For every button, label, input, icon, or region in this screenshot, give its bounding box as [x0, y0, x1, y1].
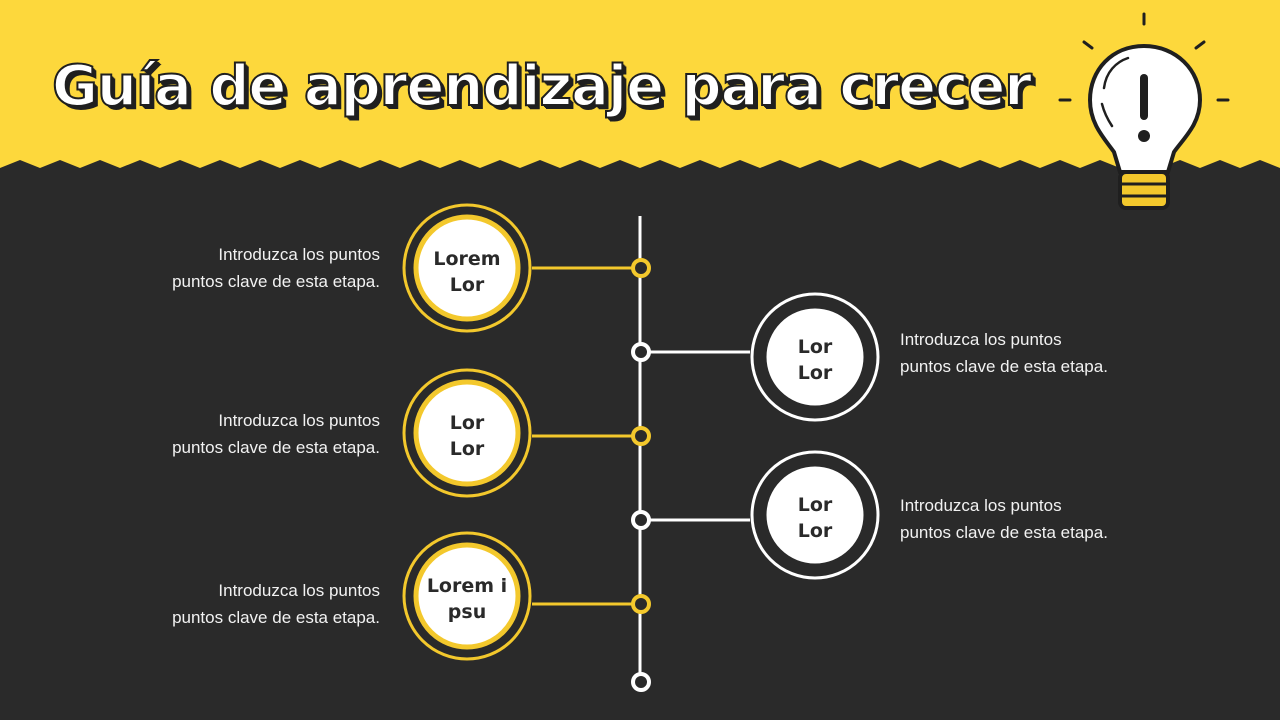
timeline-end-dot: [631, 672, 651, 692]
timeline-dot-2: [631, 342, 651, 362]
step-label-line: Lor: [797, 494, 833, 516]
description-line: Introduzca los puntos: [218, 581, 380, 600]
description-line: Introduzca los puntos: [900, 496, 1062, 515]
step-description-4: Introduzca los puntos puntos clave de es…: [900, 492, 1160, 546]
step-circle-2: [750, 292, 880, 422]
description-line: puntos clave de esta etapa.: [900, 357, 1108, 376]
step-label-line: Lor: [797, 336, 833, 358]
step-description-2: Introduzca los puntos puntos clave de es…: [900, 326, 1160, 380]
description-line: Introduzca los puntos: [218, 411, 380, 430]
step-label-line: Lorem i: [426, 575, 508, 597]
step-description-1: Introduzca los puntos puntos clave de es…: [120, 241, 380, 295]
step-label-5: Lorem i psu: [417, 573, 517, 625]
step-label-4: Lor Lor: [765, 492, 865, 544]
step-label-1: Lorem Lor: [417, 246, 517, 298]
step-label-line: Lor: [797, 362, 833, 384]
step-circle-1: [402, 203, 532, 333]
lightbulb-exclamation-icon: [1058, 12, 1230, 210]
header-band: [0, 0, 1280, 168]
step-label-line: Lor: [449, 274, 485, 296]
timeline-dot-5: [631, 594, 651, 614]
step-label-line: Lorem: [433, 248, 501, 270]
step-description-5: Introduzca los puntos puntos clave de es…: [120, 577, 380, 631]
description-line: puntos clave de esta etapa.: [172, 272, 380, 291]
description-line: Introduzca los puntos: [900, 330, 1062, 349]
step-label-line: Lor: [449, 412, 485, 434]
page-title: Guía de aprendizaje para crecer: [51, 53, 1033, 120]
step-label-2: Lor Lor: [765, 334, 865, 386]
timeline-dot-1: [631, 258, 651, 278]
step-label-3: Lor Lor: [417, 410, 517, 462]
step-label-line: Lor: [797, 520, 833, 542]
step-label-line: Lor: [449, 438, 485, 460]
timeline-dot-4: [631, 510, 651, 530]
timeline-dot-3: [631, 426, 651, 446]
step-description-3: Introduzca los puntos puntos clave de es…: [120, 407, 380, 461]
description-line: Introduzca los puntos: [218, 245, 380, 264]
description-line: puntos clave de esta etapa.: [172, 608, 380, 627]
step-circle-5: [402, 531, 532, 661]
step-circle-3: [402, 368, 532, 498]
step-circle-4: [750, 450, 880, 580]
description-line: puntos clave de esta etapa.: [900, 523, 1108, 542]
step-label-line: psu: [447, 601, 487, 623]
description-line: puntos clave de esta etapa.: [172, 438, 380, 457]
